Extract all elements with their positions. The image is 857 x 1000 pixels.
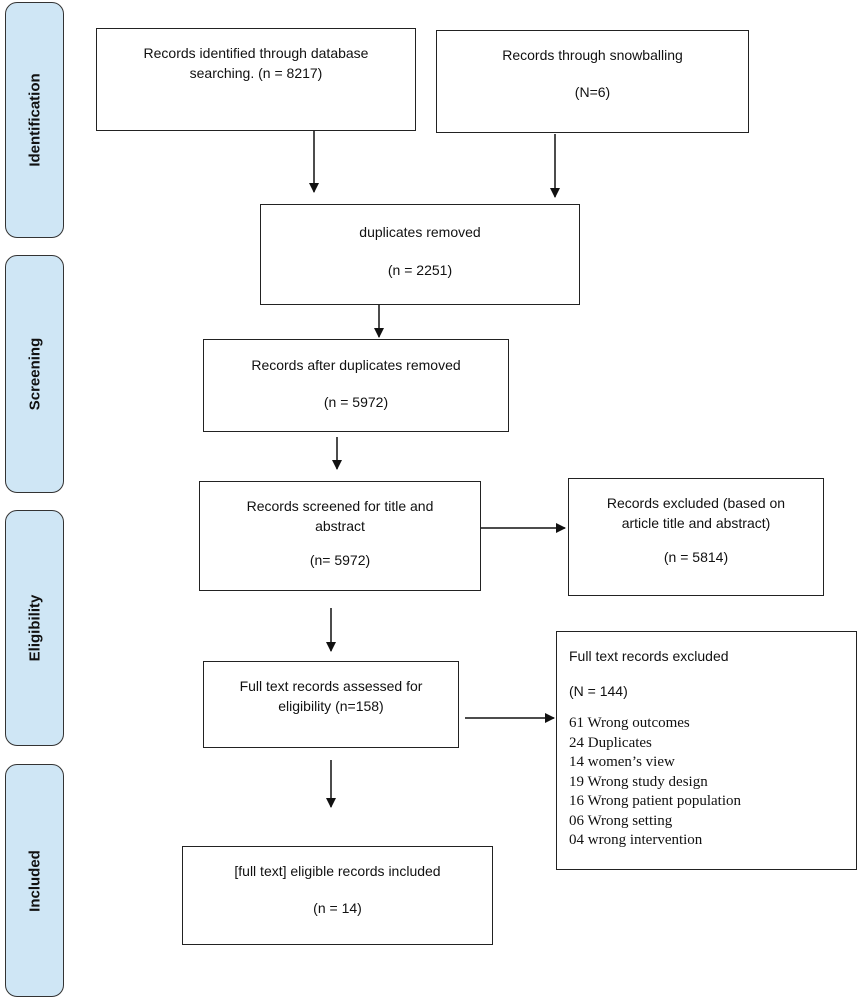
box-records-screened: Records screened for title and abstract …: [199, 481, 481, 591]
phase-screening: Screening: [5, 255, 64, 493]
duplicates-line2: (n = 2251): [387, 262, 453, 278]
phase-included: Included: [5, 764, 64, 997]
snowballing-line2: (N=6): [574, 84, 611, 100]
exclusion-reason: 61 Wrong outcomes: [569, 715, 690, 731]
fulltext-line1: Full text records assessed for: [239, 678, 423, 694]
after-duplicates-line2: (n = 5972): [323, 394, 389, 410]
exclusion-reason-list: 61 Wrong outcomes 24 Duplicates 14 women…: [569, 714, 856, 851]
excluded-line1: Records excluded (based on: [606, 495, 786, 511]
box-database-records: Records identified through database sear…: [96, 28, 416, 131]
phase-identification: Identification: [5, 2, 64, 238]
excluded-line2: article title and abstract): [621, 515, 771, 531]
screened-line2: abstract: [315, 518, 365, 534]
exclusion-reason: 19 Wrong study design: [569, 773, 708, 790]
included-line1: [full text] eligible records included: [234, 863, 441, 879]
box-records-after-duplicates: Records after duplicates removed (n = 59…: [203, 339, 509, 432]
box-duplicates-removed: duplicates removed (n = 2251): [260, 204, 580, 305]
exclusion-reason: 04 wrong intervention: [569, 832, 703, 848]
box-snowballing-records: Records through snowballing (N=6): [436, 30, 749, 133]
exclusion-reason: 06 Wrong setting: [569, 812, 673, 829]
exclusion-reason: 14 women’s view: [569, 754, 675, 770]
fulltext-excluded-count: (N = 144): [569, 683, 628, 699]
phase-eligibility: Eligibility: [5, 510, 64, 746]
fulltext-excluded-title: Full text records excluded: [569, 648, 729, 664]
database-records-line1: Records identified through database: [143, 45, 369, 61]
excluded-line3: (n = 5814): [663, 549, 729, 565]
included-line2: (n = 14): [313, 900, 362, 916]
box-fulltext-assessed: Full text records assessed for eligibili…: [203, 661, 459, 748]
after-duplicates-line1: Records after duplicates removed: [251, 357, 461, 373]
box-fulltext-excluded: Full text records excluded (N = 144) 61 …: [556, 631, 857, 870]
box-included: [full text] eligible records included (n…: [182, 846, 493, 945]
database-records-line2: searching. (n = 8217): [189, 65, 323, 81]
box-records-excluded: Records excluded (based on article title…: [568, 478, 824, 596]
duplicates-line1: duplicates removed: [359, 224, 481, 240]
exclusion-reason: 24 Duplicates: [569, 734, 652, 751]
fulltext-line2: eligibility (n=158): [278, 698, 384, 714]
snowballing-line1: Records through snowballing: [502, 47, 683, 63]
screened-line1: Records screened for title and: [246, 498, 434, 514]
screened-line3: (n= 5972): [309, 552, 371, 568]
exclusion-reason: 16 Wrong patient population: [569, 793, 742, 809]
